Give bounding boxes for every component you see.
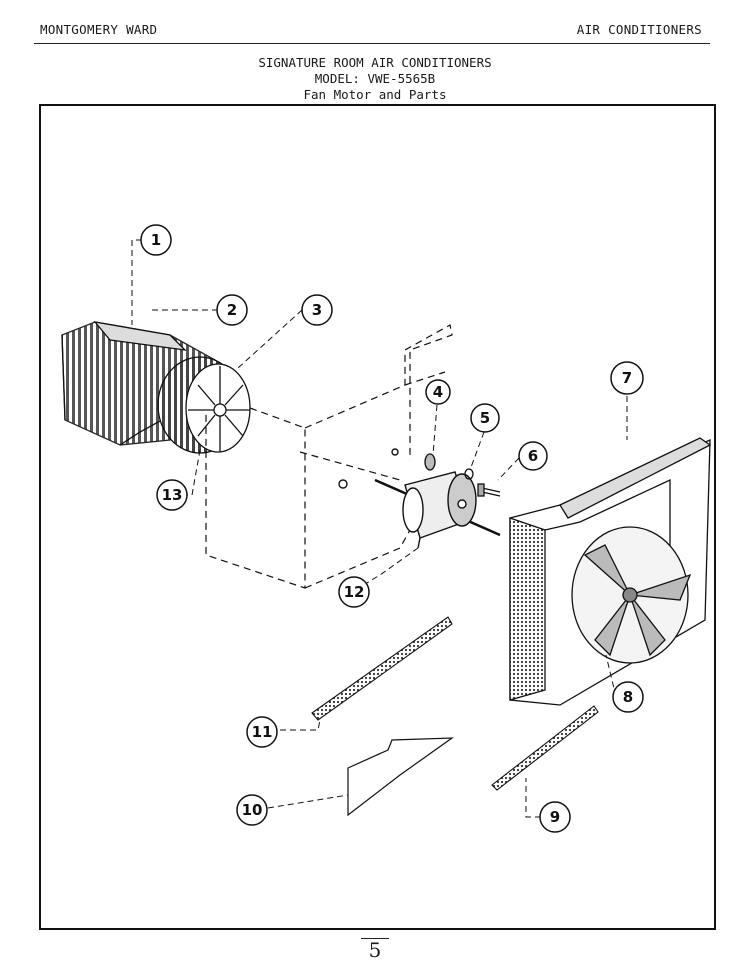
insulation-panel-10 <box>347 737 454 817</box>
callout-leaders <box>131 239 628 818</box>
page-number-label: 5 <box>360 938 390 961</box>
motor-bracket-outline <box>205 324 453 589</box>
callout-2-label: 2 <box>227 301 237 319</box>
callout-9-label: 9 <box>550 808 560 826</box>
callouts: 1 2 3 4 5 6 7 8 9 10 11 12 13 <box>140 224 644 833</box>
page-number: 5 <box>0 938 750 962</box>
callout-6: 6 <box>518 441 548 471</box>
title-model: MODEL: VWE-5565B <box>314 71 436 86</box>
callout-1: 1 <box>140 224 172 256</box>
callout-13-label: 13 <box>162 486 183 504</box>
callout-8-label: 8 <box>623 688 633 706</box>
callout-7: 7 <box>610 361 644 395</box>
callout-12-label: 12 <box>344 583 365 601</box>
header-left-brand: MONTGOMERY WARD <box>40 22 158 37</box>
callout-1-label: 1 <box>151 231 161 249</box>
callout-2: 2 <box>216 294 248 326</box>
gasket-strip-9 <box>491 705 599 791</box>
callout-3-label: 3 <box>312 301 322 319</box>
callout-12: 12 <box>338 576 370 608</box>
callout-7-label: 7 <box>622 369 632 387</box>
callout-3: 3 <box>301 294 333 326</box>
callout-5: 5 <box>470 403 500 433</box>
title-line-1: SIGNATURE ROOM AIR CONDITIONERS <box>258 55 492 70</box>
diagram-title-block: SIGNATURE ROOM AIR CONDITIONERS MODEL: V… <box>0 55 750 103</box>
header-right-section: AIR CONDITIONERS <box>576 22 702 37</box>
title-subtitle: Fan Motor and Parts <box>303 87 447 102</box>
callout-11: 11 <box>246 716 278 748</box>
callout-11-label: 11 <box>252 723 273 741</box>
fan-motor <box>338 448 501 549</box>
callout-5-label: 5 <box>480 409 490 427</box>
blower-wheel <box>157 356 251 454</box>
callout-10: 10 <box>236 794 268 826</box>
gasket-strip-11 <box>311 616 453 721</box>
callout-9: 9 <box>539 801 571 833</box>
callout-10-label: 10 <box>242 801 263 819</box>
callout-8: 8 <box>612 681 644 713</box>
mounting-hardware <box>424 453 501 497</box>
callout-4: 4 <box>425 379 451 405</box>
callout-6-label: 6 <box>528 447 538 465</box>
diagram-frame <box>39 104 716 930</box>
header-rule <box>34 43 710 44</box>
callout-13: 13 <box>156 479 188 511</box>
callout-4-label: 4 <box>433 383 443 401</box>
condenser-shroud <box>509 437 712 706</box>
